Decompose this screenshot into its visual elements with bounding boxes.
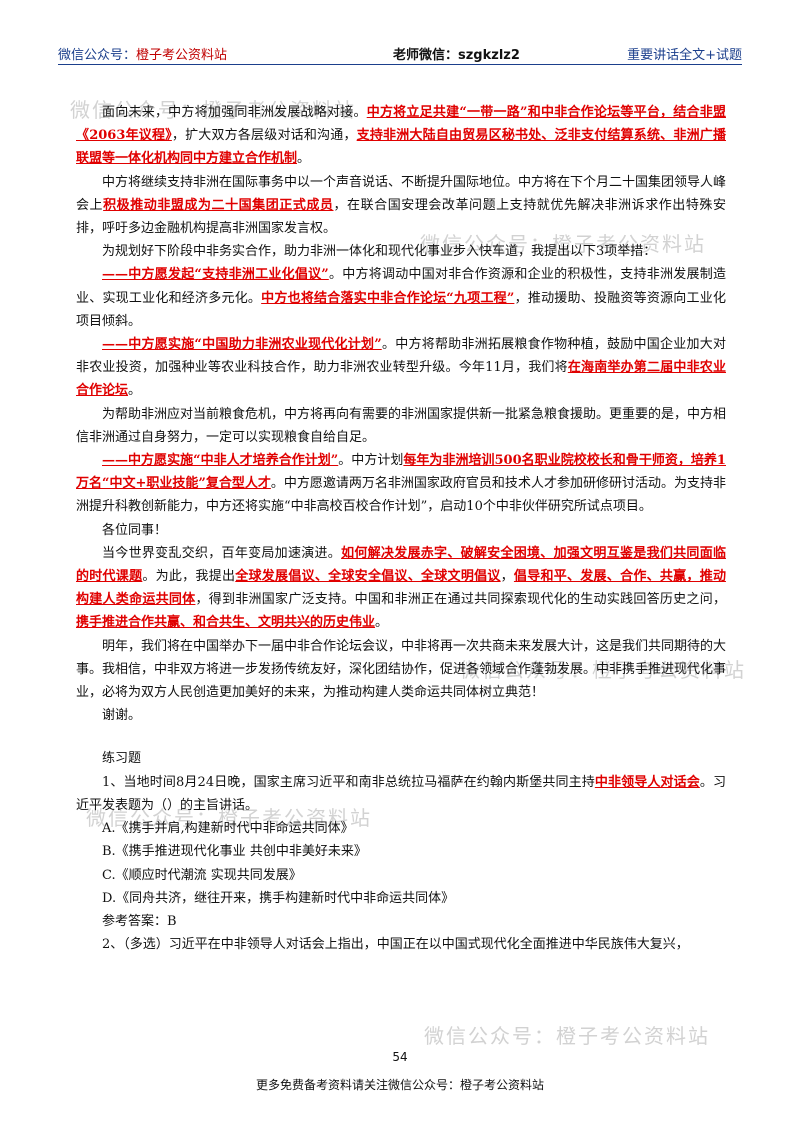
highlight: 全球发展倡议、全球安全倡议、全球文明倡议: [235, 569, 501, 585]
highlight: ——中方愿实施“中非人才培养合作计划”: [102, 453, 339, 469]
text-run: ，在联合国安理会改革问题上支持就优先解决非洲诉求作出特殊安排，呼吁多边金融机构提…: [76, 197, 726, 237]
text-run: ，扩大双方各层级对话和沟通，: [171, 128, 357, 144]
text-run: 。: [297, 151, 311, 167]
exercise-title: 练习题: [102, 751, 142, 767]
option-b: B.《携手推进现代化事业 共创中非美好未来》: [102, 844, 367, 860]
watermark: 微信公众号：橙子考公资料站: [424, 1024, 710, 1048]
text-run: 。中方计划: [338, 453, 404, 469]
paragraph: 为帮助非洲应对当前粮食危机，中方将再向有需要的非洲国家提供新一批紧急粮食援助。更…: [76, 406, 727, 445]
question-2: 2、（多选）习近平在中非领导人对话会上指出，中国正在以中国式现代化全面推进中华民…: [102, 937, 689, 953]
header-teacher-wechat: 老师微信：szgkzlz2: [393, 48, 520, 63]
highlight: 中方也将结合落实中非合作论坛“九项工程”: [261, 290, 515, 306]
option-c: C.《顺应时代潮流 实现共同发展》: [102, 867, 302, 883]
highlight: ——中方愿发起“支持非洲工业化倡议”: [102, 267, 329, 283]
paragraph: 谢谢。: [102, 708, 142, 724]
text-run: 当今世界变乱交织，百年变局加速演进。: [102, 545, 342, 561]
header-right-title: 重要讲话全文+试题: [627, 48, 742, 63]
paragraph: ——中方愿实施“中非人才培养合作计划”。中方计划每年为非洲培训500名职业院校校…: [76, 449, 726, 519]
text-run: 。: [375, 615, 389, 631]
section-gap: [76, 727, 726, 747]
header-left: 微信公众号：橙子考公资料站: [58, 44, 227, 63]
watermark: 微信公众号：橙子考公资料站: [460, 658, 746, 682]
paragraph: 各位同事！: [102, 522, 168, 538]
paragraph: 为规划好下阶段中非务实合作，助力非洲一体化和现代化事业步入快车道，我提出以下3项…: [102, 244, 657, 260]
page-number: 54: [392, 1050, 408, 1064]
watermark: 微信公众号：橙子考公资料站: [70, 98, 356, 122]
text-run: 1、当地时间8月24日晚，国家主席习近平和南非总统拉马福萨在约翰内斯堡共同主持: [102, 774, 595, 790]
watermark: 微信公众号：橙子考公资料站: [420, 232, 706, 256]
reference-answer: 参考答案：B: [102, 913, 177, 929]
text-run: ，得到非洲国家广泛支持。中国和非洲正在通过共同探索现代化的生动实践回答历史之问，: [195, 592, 726, 608]
text-run: 。中方将调动中国对非合作资源和企业的积极性，支持非洲发展制造业、实现工业化和经济…: [76, 267, 726, 306]
paragraph: 明年，我们将在中国举办下一届中非合作论坛会议，中非将再一次共商未来发展大计，这是…: [76, 638, 727, 701]
header-left-label: 微信公众号：: [58, 48, 137, 63]
text-run: 中方将继续支持非洲在国际事务中以一个声音说话、不断提升国际地位。中方将在下个月二…: [76, 174, 727, 213]
option-a: A.《携手并肩,构建新时代中非命运共同体》: [102, 821, 354, 837]
text-run: ，: [500, 569, 514, 585]
highlight: ——中方愿实施“中国助力非洲农业现代化计划”: [102, 337, 382, 353]
highlight: 倡导和平、发展、合作、共赢，推动构建人类命运共同体: [76, 569, 726, 608]
highlight: 在海南举办第二届中非农业合作论坛: [76, 360, 726, 399]
paragraph: 面向未来，中方将加强同非洲发展战略对接。中方将立足共建“一带一路”和中非合作论坛…: [76, 101, 726, 171]
document-body: 面向未来，中方将加强同非洲发展战略对接。中方将立足共建“一带一路”和中非合作论坛…: [76, 101, 726, 956]
highlight: 携手推进合作共赢、和合共生、文明共兴的历史伟业: [76, 615, 376, 631]
text-run: 。为此，我提出: [142, 569, 236, 585]
highlight: 中非领导人对话会: [594, 774, 700, 790]
page-header: 微信公众号：橙子考公资料站 老师微信：szgkzlz2 重要讲话全文+试题: [58, 42, 742, 65]
header-left-name: 橙子考公资料站: [136, 48, 228, 63]
page-footer: 更多免费备考资料请关注微信公众号：橙子考公资料站: [255, 1078, 544, 1092]
paragraph: 中方将继续支持非洲在国际事务中以一个声音说话、不断提升国际地位。中方将在下个月二…: [76, 171, 726, 241]
text-run: ，推动援助、投融资等资源向工业化项目倾斜。: [76, 290, 726, 329]
text-run: 。: [128, 383, 142, 399]
text-run: 面向未来，中方将加强同非洲发展战略对接。: [102, 105, 367, 120]
question-1: 1、当地时间8月24日晚，国家主席习近平和南非总统拉马福萨在约翰内斯堡共同主持中…: [76, 771, 726, 817]
highlight: 支持非洲大陆自由贸易区秘书处、泛非支付结算系统、非洲广播联盟等一体化机构同中方建…: [76, 128, 726, 167]
text-run: 。习近平发表题为（）的主旨讲话。: [76, 774, 726, 813]
text-run: 。中方将帮助非洲拓展粮食作物种植，鼓励中国企业加大对非农业投资，加强种业等农业科…: [76, 337, 726, 376]
text-run: 。中方愿邀请两万名非洲国家政府官员和技术人才参加研修研讨活动。为支持非洲提升科教…: [76, 476, 726, 515]
highlight: 每年为非洲培训500名职业院校校长和骨干师资，培养1万名“中文+职业技能”复合型…: [76, 453, 726, 492]
watermark: 微信公众号：橙子考公资料站: [86, 806, 372, 830]
paragraph: 当今世界变乱交织，百年变局加速演进。如何解决发展赤字、破解安全困境、加强文明互鉴…: [76, 542, 726, 635]
paragraph: ——中方愿发起“支持非洲工业化倡议”。中方将调动中国对非合作资源和企业的积极性，…: [76, 263, 726, 333]
highlight: 如何解决发展赤字、破解安全困境、加强文明互鉴是我们共同面临的时代课题: [76, 545, 726, 585]
paragraph: ——中方愿实施“中国助力非洲农业现代化计划”。中方将帮助非洲拓展粮食作物种植，鼓…: [76, 333, 726, 403]
highlight: 积极推动非盟成为二十国集团正式成员: [103, 197, 334, 213]
highlight: 中方将立足共建“一带一路”和中非合作论坛等平台，结合非盟《2063年议程》: [76, 105, 726, 144]
option-d: D.《同舟共济，继往开来，携手构建新时代中非命运共同体》: [102, 890, 455, 906]
